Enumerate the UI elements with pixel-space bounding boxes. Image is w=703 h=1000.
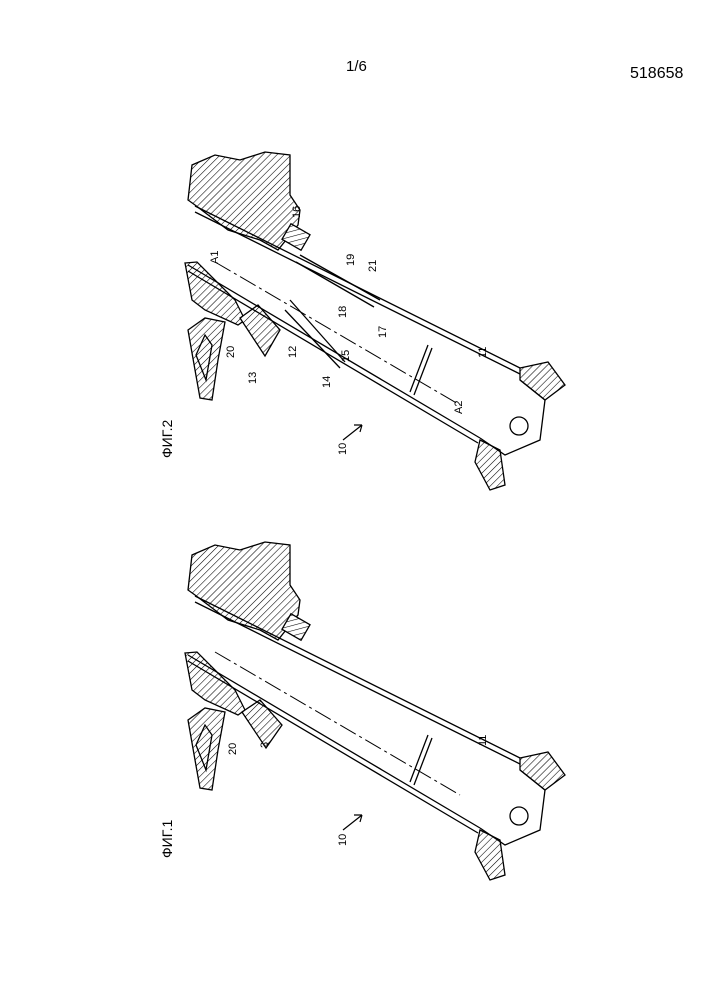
label-16: 16	[291, 206, 303, 218]
label-13: 13	[247, 372, 259, 384]
label-3: 3	[259, 742, 271, 748]
flange-left	[475, 440, 505, 490]
label-11-fig1: 11	[477, 735, 489, 746]
label-12: 12	[287, 346, 299, 358]
figure-1	[185, 542, 565, 880]
arrow-10-fig1	[343, 815, 362, 830]
housing-upper-section-fig1	[188, 542, 300, 640]
ring-13-block	[240, 305, 280, 356]
flange-right	[520, 362, 565, 400]
label-20-fig2: 20	[225, 346, 237, 358]
label-17: 17	[377, 326, 389, 338]
figure-1-title: ФИГ.1	[159, 820, 175, 858]
bore-hole	[510, 417, 528, 435]
label-a1: A1	[209, 251, 221, 264]
label-18: 18	[337, 306, 349, 318]
label-14: 14	[321, 376, 333, 388]
label-11-fig2: 11	[477, 347, 489, 358]
arrow-10-fig2	[343, 425, 362, 440]
housing-nozzle	[188, 318, 225, 400]
label-21: 21	[367, 260, 379, 272]
label-10-fig2: 10	[337, 443, 349, 455]
label-10-fig1: 10	[337, 834, 349, 846]
label-a2: A2	[453, 401, 465, 414]
housing-upper-section	[188, 152, 300, 250]
label-20-fig1: 20	[227, 743, 239, 755]
figure-2-title: ФИГ.2	[159, 420, 175, 458]
label-19: 19	[345, 254, 357, 266]
figure-2	[185, 152, 565, 490]
label-15: 15	[340, 350, 352, 362]
